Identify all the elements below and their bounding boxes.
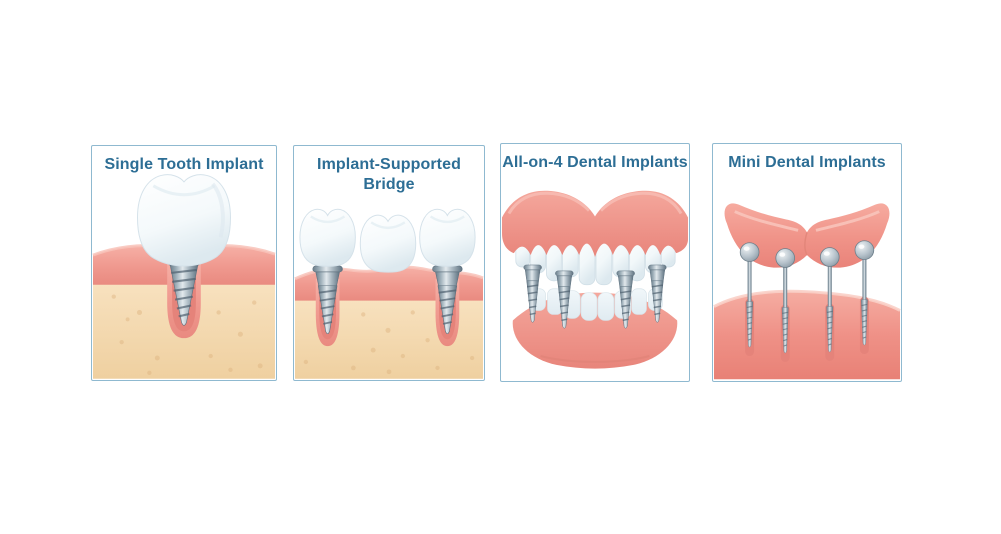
tooth-crown xyxy=(137,174,231,267)
screw-threads xyxy=(171,268,197,318)
lower-ridge-gum xyxy=(713,289,901,380)
card-all-on-4-dental-implants: All-on-4 Dental Implants xyxy=(500,143,690,382)
bridge-crown-right xyxy=(418,208,477,268)
card-mini-dental-implants: Mini Dental Implants xyxy=(712,143,902,382)
card-single-tooth-implant: Single Tooth Implant xyxy=(91,145,277,381)
bridge-crown-left xyxy=(298,208,357,268)
implant-supported-bridge-illustration xyxy=(294,208,484,379)
single-tooth-implant-illustration xyxy=(92,174,276,379)
card-title: Single Tooth Implant xyxy=(104,156,264,173)
bridge-pontic-center xyxy=(359,213,417,274)
card-implant-supported-bridge: Implant-Supported Bridge xyxy=(293,145,485,381)
card-title: Mini Dental Implants xyxy=(728,154,886,171)
card-title: All-on-4 Dental Implants xyxy=(502,154,688,171)
all-on-4-dental-implants-illustration xyxy=(501,190,689,369)
denture-gum-piece xyxy=(724,203,890,268)
card-title: Implant-Supported Bridge xyxy=(317,156,461,193)
upper-gum-arch xyxy=(501,190,689,258)
mini-dental-implants-illustration xyxy=(713,203,901,380)
